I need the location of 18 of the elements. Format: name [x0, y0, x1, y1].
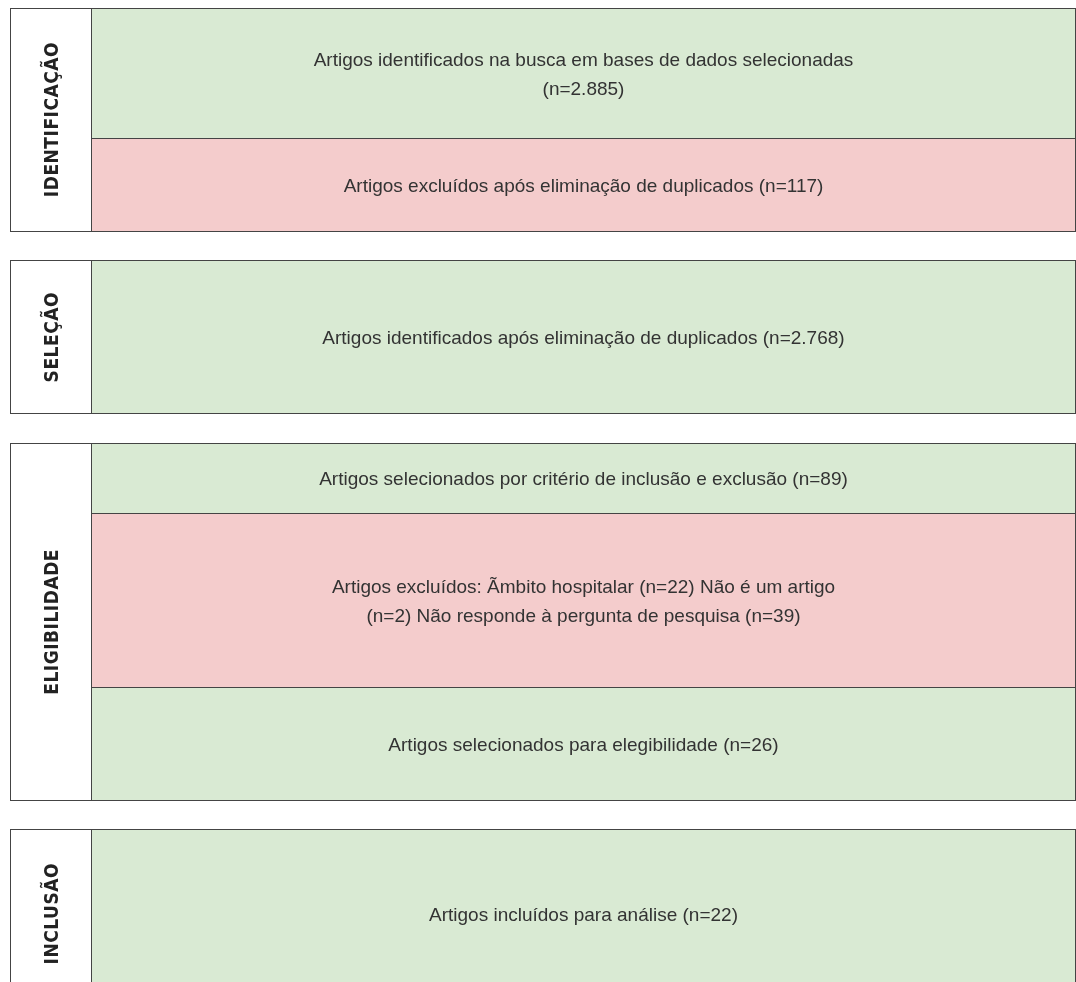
process-box — [91, 9, 1075, 138]
box-text: Artigos excluídos: Ãmbito hospitalar (n=22) Não é um artigo (n=2) Não responde à pergunta de pesquisa (n=39) — [330, 574, 837, 628]
box-text: Artigos excluídos após eliminação de duplicados (n=117) — [343, 173, 824, 198]
box-text: Artigos identificados na busca em bases de dados selecionadas (n=2.885) — [312, 47, 855, 101]
excluded-box — [91, 138, 1075, 231]
stage-panel — [10, 443, 1076, 801]
box-text: Artigos incluídos para análise (n=22) — [429, 902, 738, 927]
stage-label: SELEÇÃO — [40, 291, 62, 383]
stage-label: INCLUSÃO — [40, 863, 62, 965]
box-text: Artigos selecionados para elegibilidade (n=26) — [388, 732, 779, 757]
stage-label: ELIGIBILIDADE — [40, 549, 62, 695]
box-text: Artigos selecionados por critério de inclusão e exclusão (n=89) — [319, 467, 848, 491]
process-box — [91, 444, 1075, 513]
stage-panel — [10, 8, 1076, 232]
excluded-box — [91, 513, 1075, 687]
stage-label: IDENTIFICAÇÃO — [40, 42, 62, 198]
box-text: Artigos identificados após eliminação de duplicados (n=2.768) — [322, 325, 845, 350]
process-box — [91, 687, 1075, 800]
